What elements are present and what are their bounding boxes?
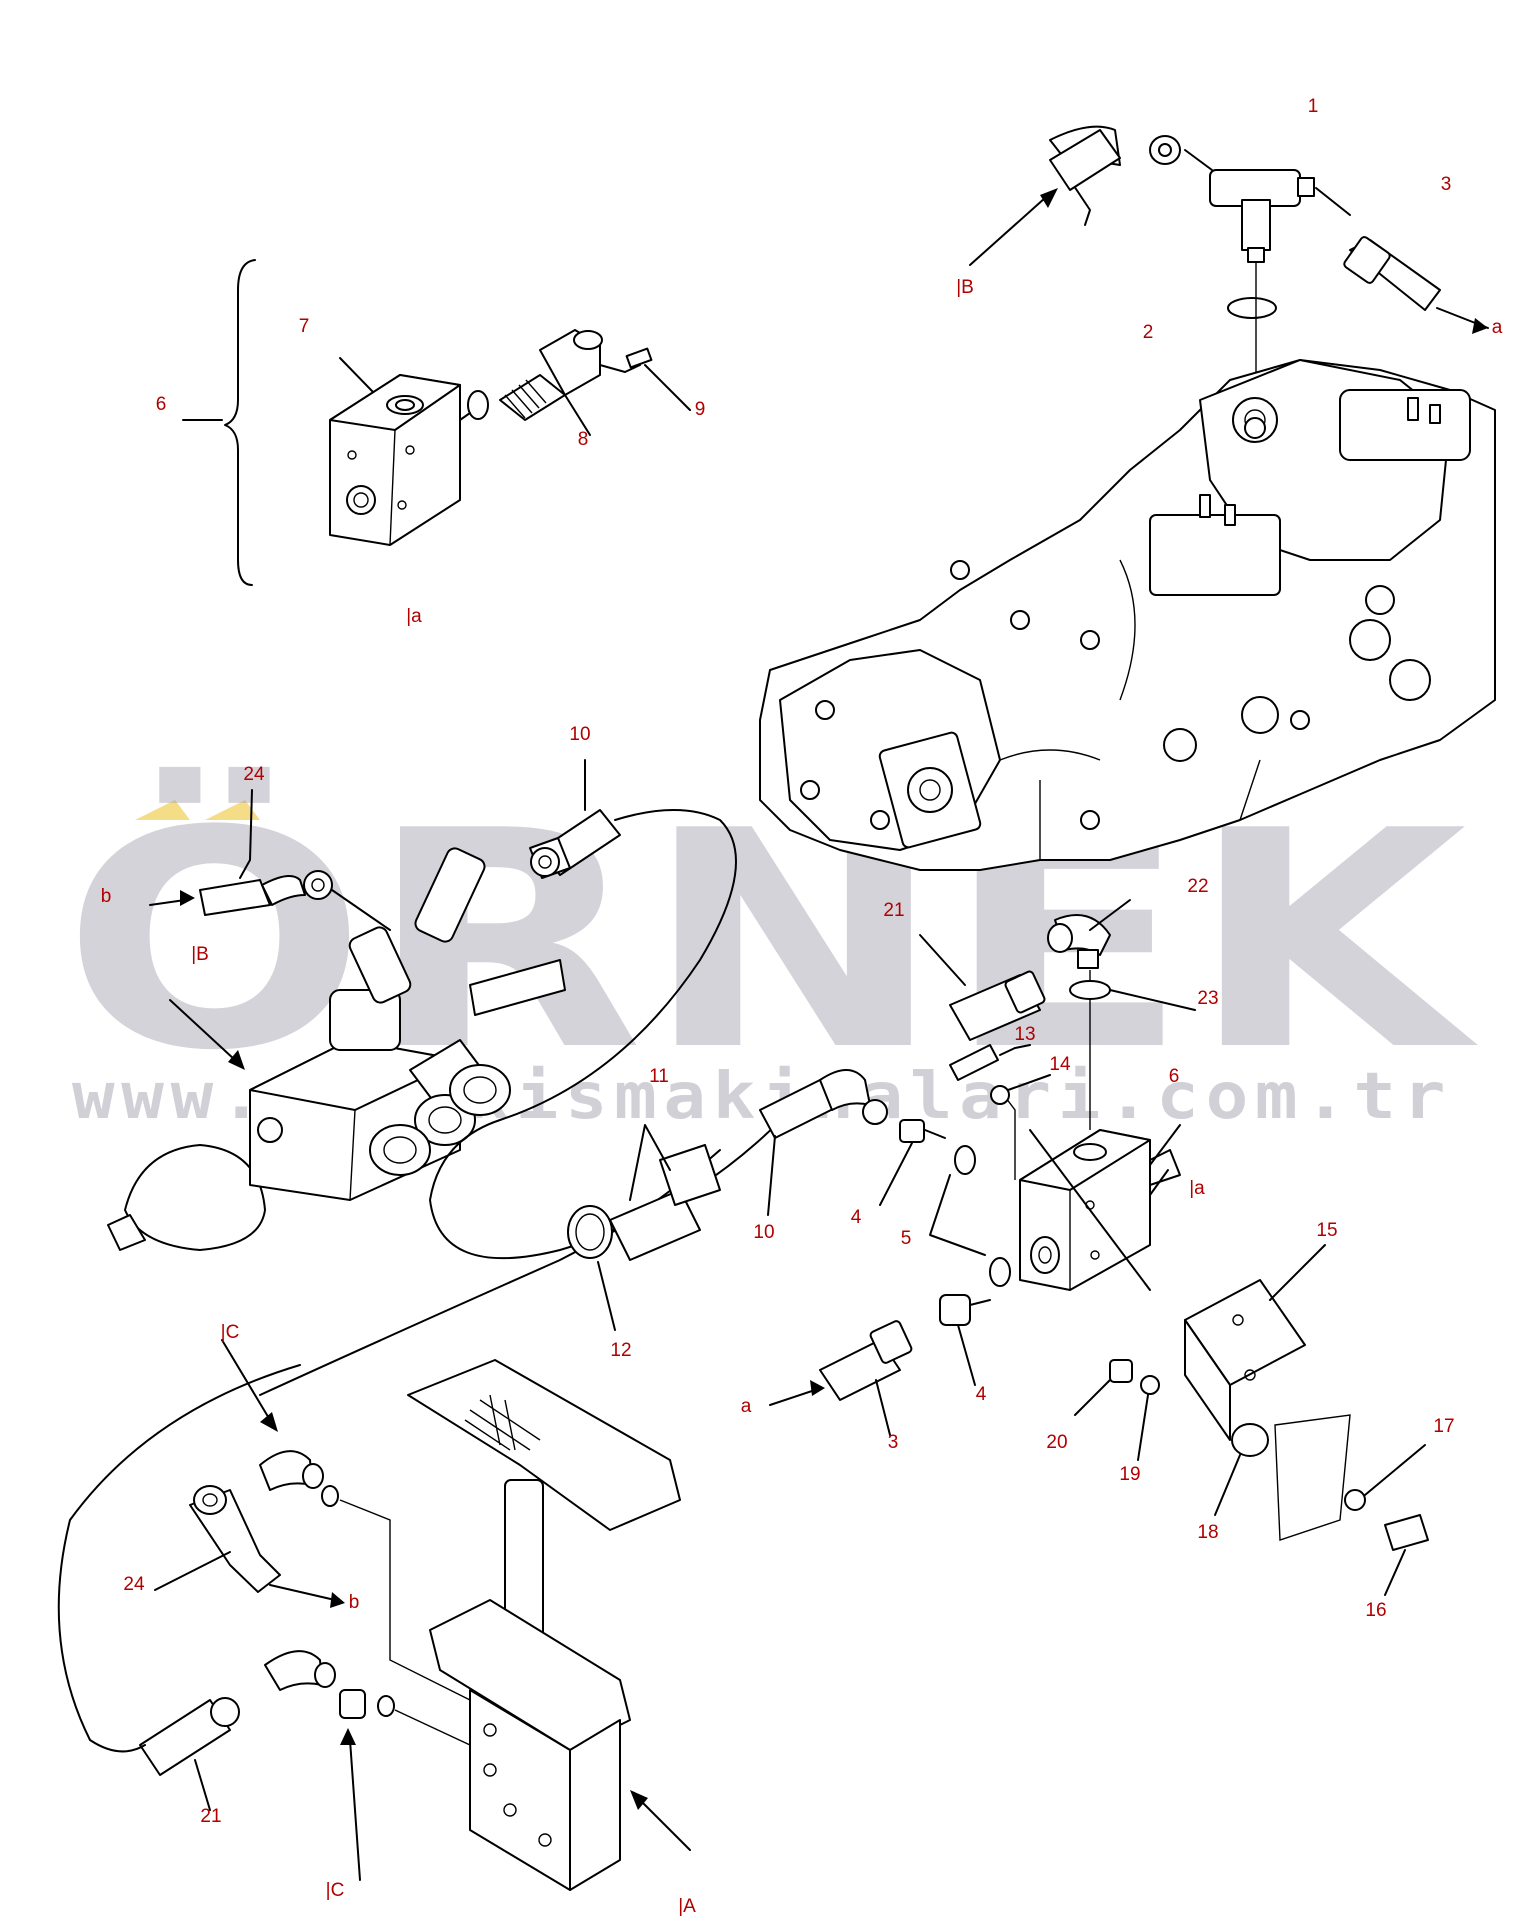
- callout-label: 24: [123, 1574, 145, 1595]
- bolt-16: [1384, 1514, 1429, 1551]
- callout-label: 1: [1308, 96, 1319, 117]
- callout-label: 3: [1441, 174, 1452, 195]
- screw-9: [625, 347, 653, 369]
- callout-label: 13: [1014, 1024, 1035, 1045]
- hose-nut-bore: [1158, 143, 1172, 157]
- callout-label: 6: [156, 394, 167, 415]
- callout-label: 17: [1433, 1416, 1454, 1437]
- callout-label: 11: [649, 1066, 669, 1087]
- elbow-lower: [264, 1650, 323, 1691]
- hose-21-loop: [57, 1364, 301, 1753]
- o-ring-5-upper: [954, 1145, 976, 1175]
- washer-17: [1344, 1489, 1366, 1511]
- callout-label: 3: [888, 1432, 899, 1453]
- callout-label: |C: [221, 1322, 240, 1343]
- nut-20: [1109, 1359, 1133, 1383]
- valve-body-top: [329, 989, 401, 1051]
- callout-label: b: [349, 1592, 360, 1613]
- callout-label: 7: [299, 316, 310, 337]
- watermark: ÖRNEK www.ornekismakinalari.com.tr: [62, 764, 1480, 1134]
- washer-14: [990, 1085, 1010, 1105]
- callout-label: b: [101, 886, 112, 907]
- tee-fitting-side: [1297, 177, 1315, 197]
- callout-label: 6: [1169, 1066, 1180, 1087]
- watermark-brand: ÖRNEK: [62, 764, 1480, 1116]
- callout-label: 20: [1046, 1432, 1067, 1453]
- callout-label: |A: [678, 1896, 696, 1917]
- watermark-accent-left: [135, 800, 190, 820]
- brace: [224, 259, 256, 586]
- left-valve-assembly: [107, 759, 621, 1251]
- callout-label: 21: [200, 1806, 221, 1827]
- o-ring-23: [1069, 980, 1111, 1000]
- clamp-12: [567, 1205, 613, 1259]
- screw-13: [949, 1044, 999, 1081]
- pedal-valve-group: [57, 1339, 691, 1891]
- callout-label: 4: [976, 1384, 987, 1405]
- callout-label: a: [741, 1396, 752, 1417]
- callout-label: 10: [569, 724, 590, 745]
- callout-label: 2: [1143, 322, 1154, 343]
- callout-label: 19: [1119, 1464, 1140, 1485]
- callout-label: 8: [578, 429, 589, 450]
- callout-label: |C: [326, 1880, 345, 1901]
- hose-24-upper: [199, 879, 271, 916]
- middle-valve-group: [567, 899, 1429, 1596]
- pump-assembly: [759, 359, 1496, 871]
- hose-24-lower: [189, 1489, 281, 1593]
- callout-label: 14: [1049, 1054, 1071, 1075]
- tee-fitting-stem: [1241, 199, 1271, 251]
- callout-label: 10: [753, 1222, 774, 1243]
- washer-19: [1140, 1375, 1160, 1395]
- top-fitting-group: [969, 125, 1489, 420]
- callout-label: 16: [1365, 1600, 1386, 1621]
- fitting-4-upper: [899, 1119, 925, 1143]
- fitting-4-lower: [939, 1294, 971, 1326]
- callout-label: |a: [406, 606, 422, 627]
- callout-label: 15: [1316, 1220, 1337, 1241]
- fitting-lower: [339, 1689, 366, 1719]
- callout-label: 22: [1187, 876, 1208, 897]
- pedal: [407, 1359, 681, 1531]
- o-ring-2: [1227, 297, 1277, 319]
- callout-label: 24: [243, 764, 265, 785]
- spacer-18: [1231, 1423, 1269, 1457]
- callout-label: |B: [956, 277, 974, 298]
- accumulator: [124, 1144, 266, 1251]
- callout-label: 5: [901, 1228, 912, 1249]
- callout-label: a: [1492, 317, 1503, 338]
- watermark-accent-right: [205, 800, 260, 820]
- o-ring-valve: [467, 390, 489, 420]
- cartridge-8: [499, 374, 566, 421]
- pump-regulator-block: [1149, 514, 1281, 596]
- callout-label: 23: [1197, 988, 1218, 1009]
- tee-fitting-nipple: [1247, 247, 1265, 263]
- hose-21-lower: [139, 1699, 231, 1776]
- callout-label: 21: [883, 900, 904, 921]
- hose-sleeve: [1049, 129, 1121, 191]
- callout-label: |B: [191, 944, 209, 965]
- callout-label: |a: [1189, 1178, 1205, 1199]
- callout-label: 4: [851, 1207, 862, 1228]
- callout-label: 12: [610, 1340, 631, 1361]
- valve-6-group: [182, 259, 691, 586]
- pump-control-block: [1339, 389, 1471, 461]
- clamp-sleeve-11: [609, 1189, 701, 1261]
- callout-label: 9: [695, 399, 706, 420]
- pedal-base: [429, 1599, 631, 1751]
- pipe-3-nut: [1343, 236, 1391, 284]
- callout-label: 18: [1197, 1522, 1218, 1543]
- mount-plate-outline: [1274, 1414, 1351, 1541]
- o-ring-5-lower: [989, 1257, 1011, 1287]
